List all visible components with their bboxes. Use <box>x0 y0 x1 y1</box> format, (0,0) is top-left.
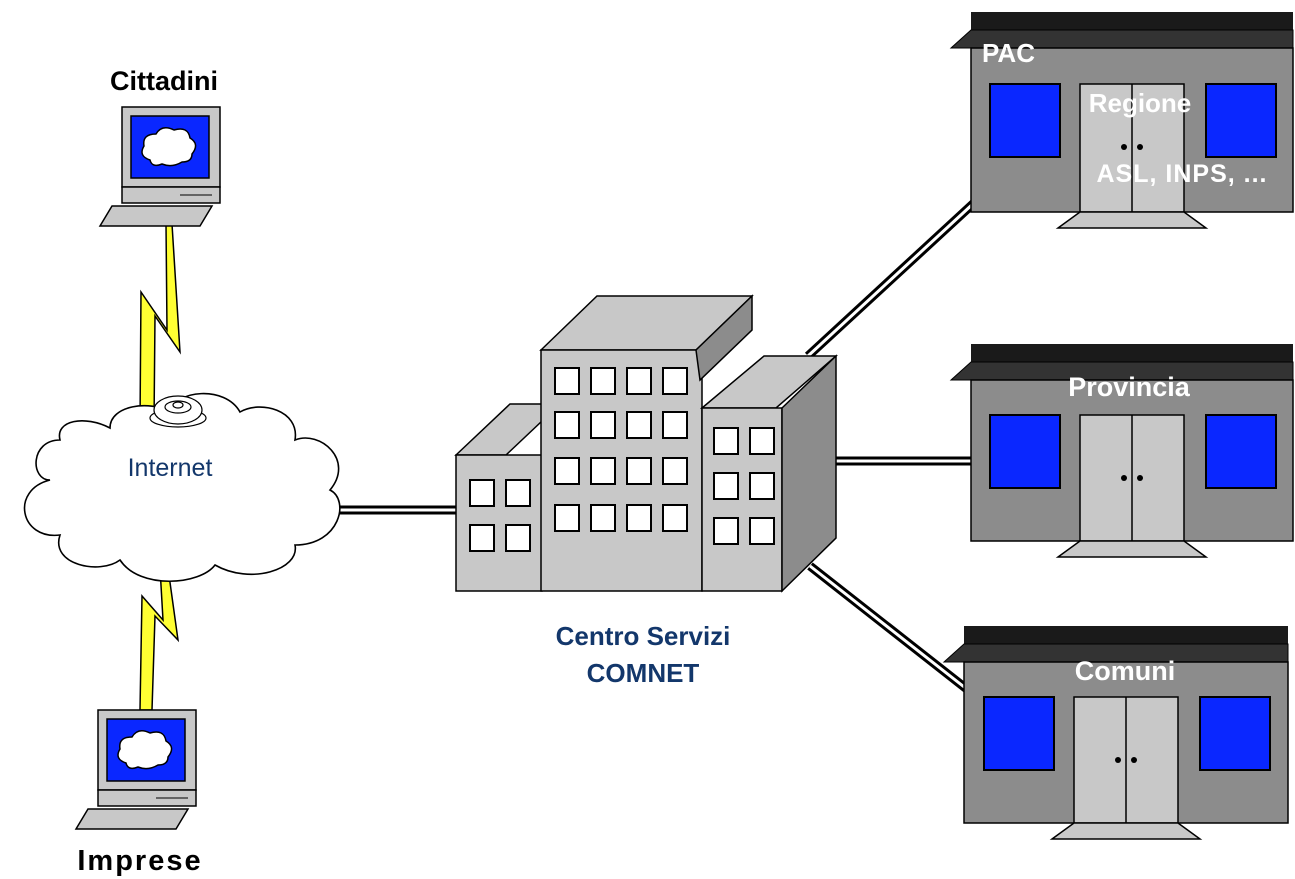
lightning-bolt-icon <box>139 223 181 425</box>
connector-centro-comuni <box>807 562 971 694</box>
pac-sub-label-regione: Regione <box>1089 88 1192 118</box>
connector-centro-pac <box>804 198 979 360</box>
public-office-icon <box>949 12 1294 229</box>
citizens-label: Cittadini <box>110 66 218 96</box>
lightning-bolt-icon <box>139 567 180 711</box>
computer-icon <box>98 106 221 227</box>
internet-label: Internet <box>128 454 213 482</box>
province-label: Provincia <box>1068 372 1191 402</box>
satellite-dish-icon <box>149 395 207 428</box>
municipalities-label: Comuni <box>1075 656 1176 686</box>
service-center-label-line2: COMNET <box>587 658 700 688</box>
businesses-label: Imprese <box>77 845 202 877</box>
pac-label: PAC <box>982 38 1035 68</box>
service-center-label-line1: Centro Servizi <box>556 621 731 651</box>
public-office-icon <box>942 626 1289 840</box>
public-office-icon <box>949 344 1294 558</box>
office-building-icon <box>454 294 839 593</box>
pac-sub-label-others: ASL, INPS, ... <box>1097 160 1268 188</box>
computer-icon <box>74 709 197 830</box>
